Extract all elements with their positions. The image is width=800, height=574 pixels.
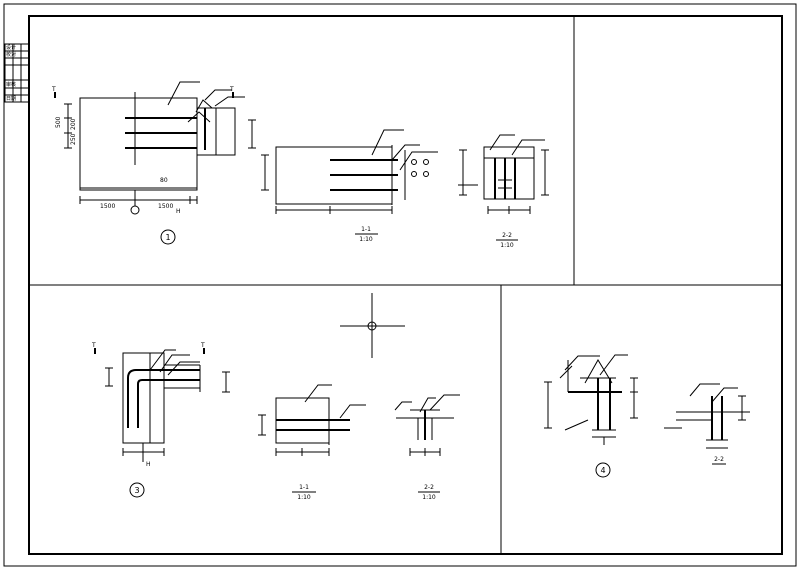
detail-3-section-marker-right: T: [200, 342, 205, 349]
title-block-cell-3: 审核: [6, 81, 16, 88]
detail-1-elevation: [54, 81, 256, 215]
detail-1-dim-left-c: 200: [70, 118, 77, 130]
detail-4-section-2-2: [664, 383, 750, 465]
detail-1-callout-circle: [160, 229, 176, 245]
detail-1-section-2-scale: 1:10: [500, 242, 514, 249]
detail-1-grid-mark: H: [176, 208, 181, 215]
detail-3-section-1-1: [258, 384, 366, 493]
detail-1-section-marker-left: T: [51, 86, 56, 93]
detail-1-dim-bottom-a: 1500: [100, 203, 115, 210]
detail-3-section-2-label: 2-2: [424, 484, 434, 491]
detail-3-section-2-2: [394, 394, 460, 493]
detail-1-section-1-label: 1-1: [361, 226, 371, 233]
detail-1-section-2-label: 2-2: [502, 232, 512, 239]
detail-1-section-2-2: [458, 134, 549, 241]
detail-3-elevation: [94, 348, 230, 462]
detail-3-section-1-label: 1-1: [299, 484, 309, 491]
detail-3-callout-number: 3: [134, 486, 139, 495]
title-block-cell-2: 校对: [6, 51, 16, 58]
detail-1-section-1-1: [261, 129, 438, 235]
detail-1-dim-left-b: 250: [70, 133, 77, 145]
detail-4-section-label: 2-2: [714, 456, 724, 463]
detail-4-callout-circle: [595, 462, 611, 478]
detail-4-elevation: [544, 354, 638, 445]
title-block: [4, 43, 30, 103]
detail-1-callout-number: 1: [165, 233, 170, 242]
outer-border: [3, 3, 797, 567]
detail-3-section-2-scale: 1:10: [422, 494, 436, 501]
detail-1-section-1-scale: 1:10: [359, 236, 373, 243]
title-block-cell-4: 日期: [6, 96, 16, 102]
detail-4-callout-number: 4: [600, 466, 605, 475]
detail-3-grid-mark: H: [146, 461, 151, 468]
detail-1-dim-bottom-b: 1500: [158, 203, 173, 210]
detail-3-section-1-scale: 1:10: [297, 494, 311, 501]
detail-1-dim-bottom-c: 80: [160, 177, 168, 184]
title-block-cell-1: 设计: [6, 44, 16, 51]
detail-3-section-marker-left: T: [91, 342, 96, 349]
crosshair-symbol: [340, 293, 405, 358]
detail-1-dim-left-a: 500: [55, 116, 62, 128]
detail-1-section-marker-right: T: [229, 86, 234, 93]
detail-3-callout-circle: [129, 482, 145, 498]
